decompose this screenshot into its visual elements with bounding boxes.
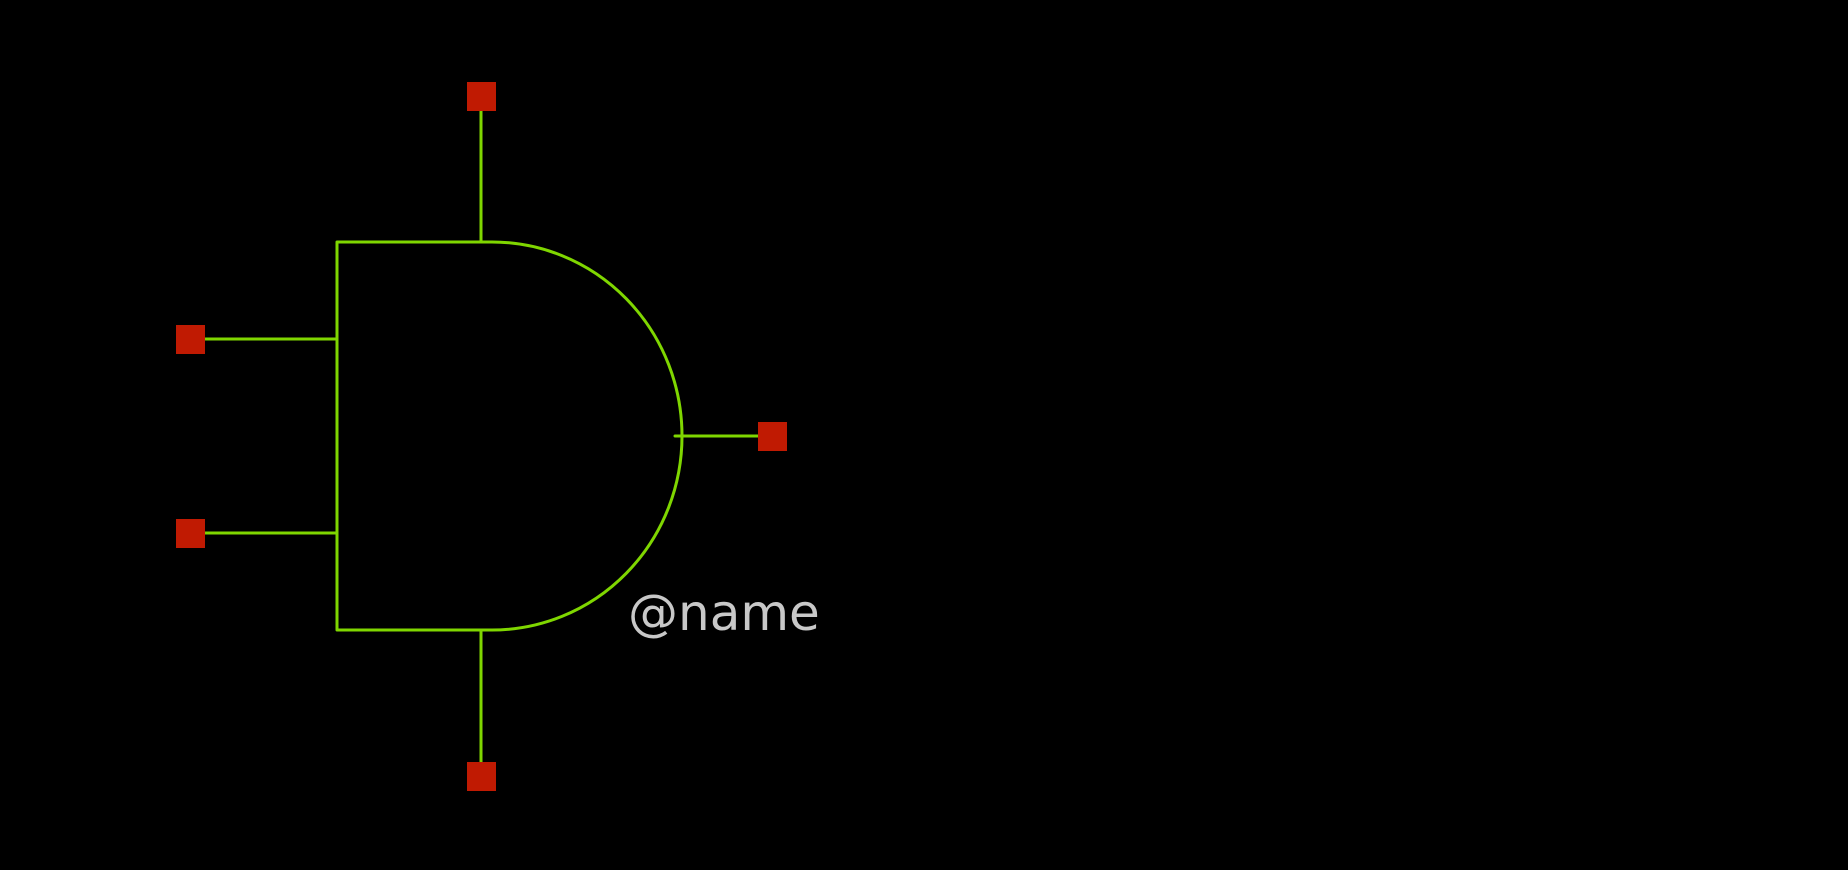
name-label[interactable]: @name [628,584,820,642]
pin-out[interactable] [758,422,787,451]
pin-in-1[interactable] [176,325,205,354]
pin-in-2[interactable] [176,519,205,548]
pin-bottom[interactable] [467,762,496,791]
pin-top[interactable] [467,82,496,111]
gate-body[interactable] [335,240,684,632]
